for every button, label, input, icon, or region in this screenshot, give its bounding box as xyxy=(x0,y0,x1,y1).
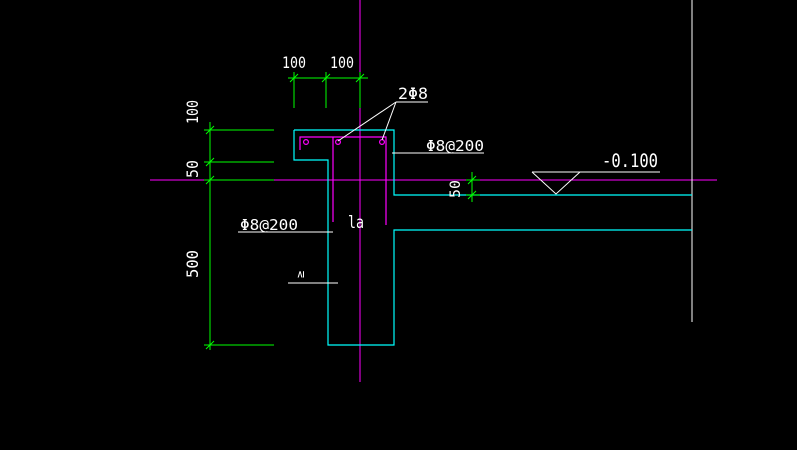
rebar-dot-1 xyxy=(303,139,310,146)
leader-2phi8-b xyxy=(381,101,397,141)
elevation-label: -0.100 xyxy=(602,150,658,172)
rebar-stirrup-left-label: Φ8@200 xyxy=(240,216,298,234)
rebar-dot-2 xyxy=(335,139,342,146)
dim-left-tick-2 xyxy=(205,157,215,167)
rebar-group xyxy=(299,136,387,225)
dim-top-tick-2 xyxy=(321,73,331,83)
beam-outline-lower xyxy=(293,130,692,346)
dim-step-tick-2 xyxy=(467,190,477,200)
beam-outline xyxy=(294,129,692,196)
dim-top-right-label: 100 xyxy=(330,53,354,72)
leaders xyxy=(238,101,484,284)
small-note-label: ≥ xyxy=(293,271,307,278)
dim-step-label: 50 xyxy=(448,180,464,198)
dim-top-left-label: 100 xyxy=(282,53,306,72)
concrete-outline xyxy=(293,129,692,346)
rebar-stirrup-right-label: Φ8@200 xyxy=(426,137,484,155)
dim-step-tick-1 xyxy=(467,175,477,185)
leader-2phi8-a xyxy=(337,101,397,142)
top-bar-hook xyxy=(299,136,387,225)
rebar-top-bars-label: 2Φ8 xyxy=(398,84,428,103)
dim-left-mid-label: 50 xyxy=(183,160,202,178)
dim-left-tick-1 xyxy=(205,125,215,135)
dim-left-top-label: 100 xyxy=(183,100,202,124)
dim-left-tick-4 xyxy=(205,340,215,350)
dim-left-tick-3 xyxy=(205,175,215,185)
dim-top-tick-1 xyxy=(289,73,299,83)
dimension-lines xyxy=(204,72,480,350)
labels: 100 100 100 50 500 50 2Φ8 Φ8@200 Φ8@200 … xyxy=(183,53,658,278)
elevation-triangle xyxy=(531,171,581,195)
dim-left-bottom-label: 500 xyxy=(183,250,202,278)
anchorage-label: la xyxy=(348,213,364,233)
axis-lines xyxy=(150,0,717,382)
elevation-marker xyxy=(531,171,660,195)
dim-top-tick-3 xyxy=(355,73,365,83)
rebar-dot-3 xyxy=(379,139,386,146)
